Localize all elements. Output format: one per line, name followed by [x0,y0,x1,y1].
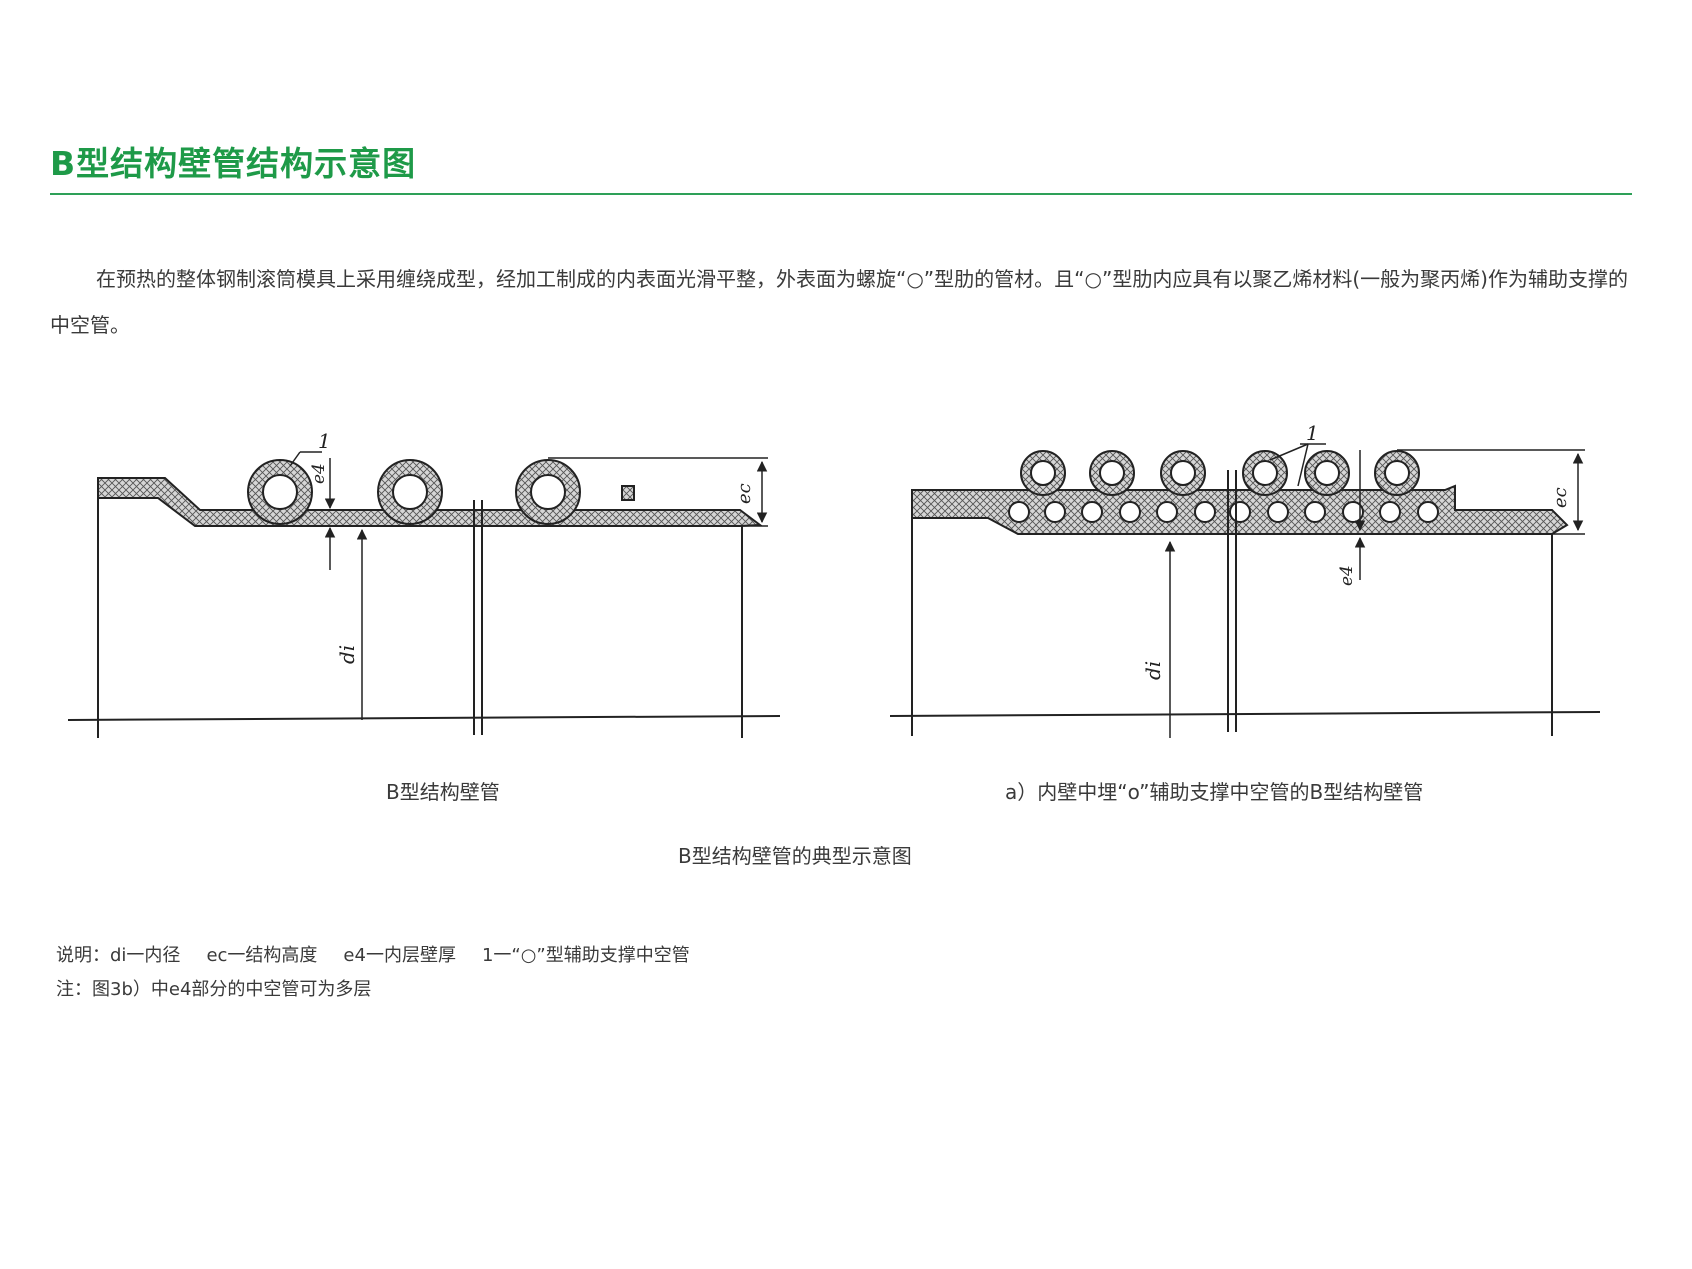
page-title: B型结构壁管结构示意图 [50,144,417,183]
left-e4-label: e4 [309,463,329,484]
left-ribs [247,459,635,525]
left-callout-label: 1 [318,429,331,453]
right-ribs [1020,450,1420,496]
right-e4-label: e4 [1337,565,1357,586]
title-divider [50,193,1632,195]
pipe-structure-diagram: 1 e4 ec di [67,421,1601,738]
left-di-label: di [335,645,359,664]
intro-paragraph: 在预热的整体钢制滚筒模具上采用缠绕成型，经加工制成的内表面光滑平整，外表面为螺旋… [50,267,1628,337]
legend-prefix: 说明： [56,945,110,966]
right-ec-label: ec [1550,487,1571,508]
left-figure-caption: B型结构壁管 [386,780,500,804]
right-callout-label: 1 [1306,421,1319,445]
footnote: 注：图3b）中e4部分的中空管可为多层 [56,979,372,1000]
legend-line: 说明：di一内径 ec一结构高度 e4一内层壁厚 1一“○”型辅助支撑中空管 [56,941,690,967]
right-figure-caption: a）内壁中埋“o”辅助支撑中空管的B型结构壁管 [1005,780,1424,804]
right-di-label: di [1141,661,1165,680]
right-pipe-diagram [889,443,1601,738]
right-embedded-tubes [1008,501,1439,523]
figure-main-caption: B型结构壁管的典型示意图 [678,844,912,868]
left-pipe-diagram [67,451,781,738]
legend-item-e4: e4一内层壁厚 [343,945,456,966]
legend-item-di: di一内径 [110,945,181,966]
left-ec-label: ec [734,483,755,504]
legend-item-tube: 1一“○”型辅助支撑中空管 [481,945,690,966]
legend-item-ec: ec一结构高度 [206,945,318,966]
